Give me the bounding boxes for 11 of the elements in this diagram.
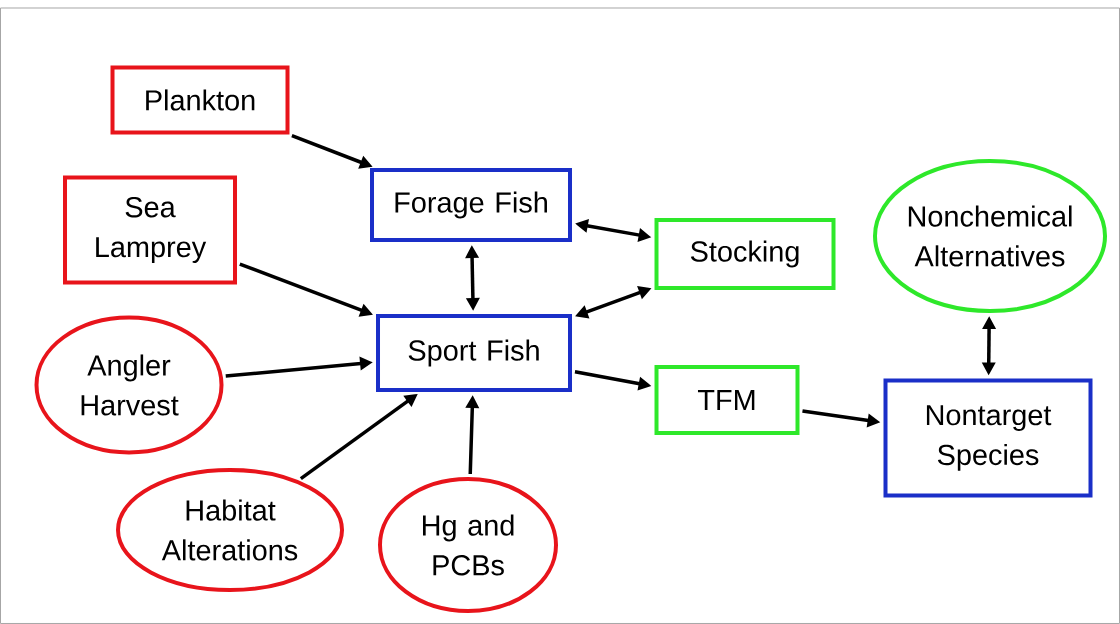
ellipse-node: Hg and PCBs (378, 477, 558, 613)
process-box: Forage Fish (370, 168, 572, 242)
process-box: Stocking (654, 218, 836, 290)
process-box: Sport Fish (376, 314, 572, 392)
process-box: TFM (654, 365, 800, 435)
ellipse-node: Nonchemical Alternatives (873, 159, 1107, 313)
process-box: Plankton (110, 65, 290, 135)
process-box: Sea Lamprey (63, 175, 237, 285)
ellipse-node: Habitat Alterations (116, 468, 344, 592)
ellipse-node: Angler Harvest (34, 315, 224, 455)
process-box: Nontarget Species (883, 378, 1093, 498)
